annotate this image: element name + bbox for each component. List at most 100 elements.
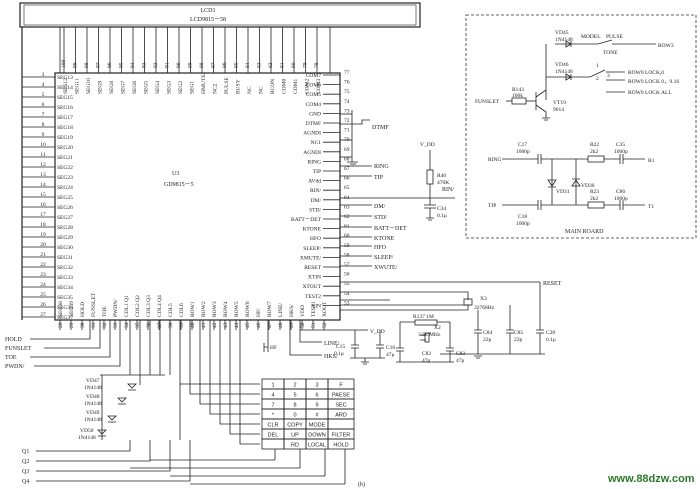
right-pin-number: 73 (344, 108, 350, 114)
top-pin-number: 88 (199, 62, 205, 68)
left-pin-number: 19 (40, 232, 46, 238)
top-pin-name: COM0 (282, 78, 288, 94)
tip-label: TIP (374, 175, 384, 181)
tone-label: TONE (603, 50, 618, 56)
keypad-key-label: ARD (335, 413, 347, 419)
top-pin-name: SEG5 (144, 81, 150, 94)
hold-label: HOLD (5, 337, 22, 343)
top-pin-number: 85 (234, 62, 240, 68)
vd45-part: 1N4148 (555, 37, 573, 43)
c82-value: 47p (422, 358, 431, 364)
top-pin-name: COM3 (316, 78, 322, 94)
dtmf-label: DTMF (372, 125, 389, 131)
left-pin-name: SEG36 (57, 305, 73, 311)
batt-label: BATT－DET (374, 226, 407, 232)
sw1-label: 1 (596, 63, 599, 69)
top-pin-name: COM1 (293, 78, 299, 94)
left-pin-number: 6 (42, 102, 45, 108)
lcd-name: LCD1 (201, 8, 216, 14)
top-pin-name: SEG11 (75, 78, 81, 94)
main-board-title: MAIN ROARD (565, 229, 604, 235)
left-pin-number: 27 (40, 312, 46, 318)
bottom-pin-name: XOUT (322, 301, 328, 317)
keypad-key-label: 5 (293, 393, 296, 399)
right-pin-name: XTIN (308, 275, 321, 281)
sw3-label: 3 (607, 73, 610, 79)
bottom-pin-name: TEST1 (311, 301, 317, 317)
bottom-pin-group: SEG3828SEG3929HOLD30FUNSLET31TOE32PWDN/3… (58, 292, 328, 330)
top-pin-number: 97 (96, 62, 102, 68)
right-pin-name: RESET (304, 265, 321, 271)
vd46-part: 1N4148 (555, 69, 573, 75)
x2-label: X2 (434, 325, 441, 331)
left-pin-number: 17 (40, 212, 46, 218)
right-pin-number: 66 (344, 176, 350, 182)
left-pin-name: SEG33 (57, 275, 73, 281)
keypad-key-label: LOCAL (308, 443, 326, 449)
bottom-pin-name: SEG39 (69, 301, 75, 317)
bottom-pin-number: 30 (80, 322, 86, 328)
bottom-pin-number: 52 (322, 322, 328, 328)
top-pin-number: 96 (107, 62, 113, 68)
c82-label: C82 (422, 351, 431, 357)
bottom-pin-name: COL6 (179, 303, 185, 317)
x3-label: X3 (480, 296, 487, 302)
right-pin-name: COM5 (306, 92, 322, 98)
keypad-key-label: CLR (267, 423, 278, 429)
left-pin-number: 13 (40, 172, 46, 178)
left-pin-number: 21 (40, 252, 46, 258)
top-pin-number: 86 (222, 62, 228, 68)
left-pin-name: SEG26 (57, 205, 73, 211)
top-pin-number: 89 (188, 62, 194, 68)
right-pin-number: 77 (344, 70, 350, 76)
top-pin-group: 100SEG1299SEG1198SEG1097SEG996SEG895SEG7… (61, 27, 322, 94)
right-pin-number: 55 (344, 281, 350, 287)
r1-label: R1 (648, 158, 655, 164)
right-pin-number: 69 (344, 147, 350, 153)
right-pin-name: HFO (310, 236, 321, 242)
left-pin-name: SEG18 (57, 125, 73, 131)
c17-value: 1000p (516, 149, 530, 155)
top-pin-name: SEG1 (190, 81, 196, 94)
top-pin-name: SEG8 (109, 81, 115, 94)
right-pin-name: AVdd (308, 179, 321, 185)
diode-vd50-name: VD50 (80, 428, 94, 434)
bottom-pin-name: VDD (300, 305, 306, 317)
dm-label: DM/ (374, 204, 386, 210)
left-pin-number: 10 (40, 142, 46, 148)
r22-value: 2k2 (590, 149, 599, 155)
bottom-pin-name: COL1 Q1 (124, 295, 130, 317)
right-pin-name: GND (309, 111, 321, 117)
left-pin-number: 25 (40, 292, 46, 298)
vt19-label: VT19 (553, 100, 566, 106)
keypad-key-label: PAESE (332, 393, 350, 399)
left-pin-number: 4 (42, 82, 45, 88)
top-pin-name: NC2 (213, 83, 219, 94)
right-pin-name: SLEEP/ (303, 246, 321, 252)
left-pin-name: SEG15 (57, 95, 73, 101)
top-pin-number: 93 (142, 62, 148, 68)
keypad-key-label: FILTER (332, 433, 351, 439)
left-pin-name: SEG21 (57, 155, 73, 161)
top-pin-number: 95 (119, 62, 125, 68)
diode-vd48-part: 1N4148 (84, 401, 102, 407)
bottom-pin-number: 31 (91, 322, 97, 328)
c83-label: C83 (456, 351, 465, 357)
bottom-pin-number: 39 (179, 322, 185, 328)
bottom-pin-number: 34 (124, 322, 130, 328)
bottom-pin-name: COL5 (168, 303, 174, 317)
bottom-pin-name: COL2 Q2 (135, 295, 141, 317)
row0b-label: ROW0 LOCK 0，9.16 (628, 79, 679, 85)
x3-value: 32768Hz (474, 305, 495, 311)
c34-label: C34 (437, 206, 446, 212)
bottom-pin-name: FUNSLET (91, 292, 97, 317)
pulse-label: PULSE (606, 34, 623, 40)
right-pin-name: BATT－DET (291, 217, 322, 223)
top-pin-name: SEG12 (63, 78, 69, 94)
keypad-key-label: * (272, 413, 275, 419)
bottom-pin-number: 36 (146, 322, 152, 328)
ring-inset-label: RING (488, 157, 501, 163)
top-pin-number: 91 (165, 62, 171, 68)
vt19-part: 9014 (553, 107, 564, 113)
